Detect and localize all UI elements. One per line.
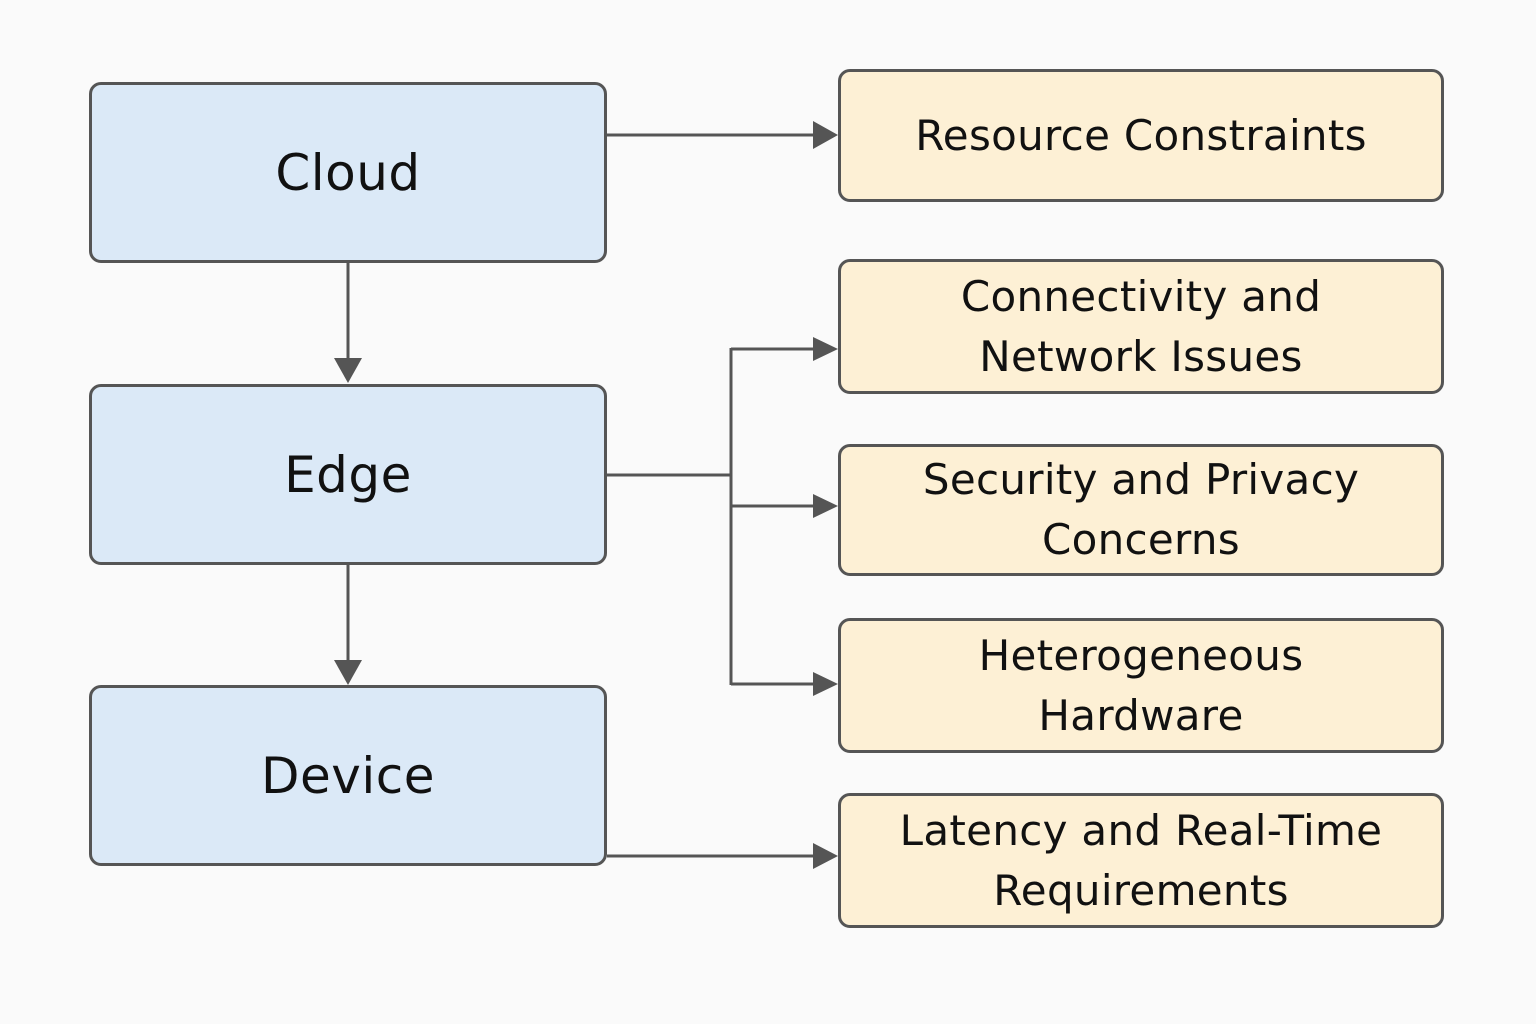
heterogeneous-hardware-label: Heterogeneous Hardware <box>978 630 1304 740</box>
arrowhead-edge-to-security <box>813 494 838 518</box>
arrowhead-cloud-to-edge <box>334 358 362 383</box>
cloud-label: Cloud <box>275 143 421 202</box>
cloud-box: Cloud <box>89 82 607 263</box>
heterogeneous-hardware-box: Heterogeneous Hardware <box>838 618 1444 753</box>
edge-label: Edge <box>284 445 412 504</box>
resource-constraints-label: Resource Constraints <box>915 110 1367 160</box>
edge-box: Edge <box>89 384 607 565</box>
device-label: Device <box>261 746 435 805</box>
security-privacy-label: Security and Privacy Concerns <box>922 455 1360 564</box>
arrowhead-device-to-latency <box>813 843 838 869</box>
connectivity-box: Connectivity and Network Issues <box>838 259 1444 394</box>
resource-constraints-box: Resource Constraints <box>838 69 1444 202</box>
arrowhead-edge-to-heterogeneous <box>813 672 838 696</box>
arrowhead-edge-to-device <box>334 660 362 685</box>
connectivity-label: Connectivity and Network Issues <box>960 271 1322 381</box>
security-privacy-box: Security and Privacy Concerns <box>838 444 1444 576</box>
arrowhead-edge-to-connectivity <box>813 337 838 361</box>
arrowhead-cloud-to-resource <box>813 121 838 149</box>
latency-label: Latency and Real-Time Requirements <box>899 805 1383 915</box>
latency-box: Latency and Real-Time Requirements <box>838 793 1444 928</box>
device-box: Device <box>89 685 607 866</box>
